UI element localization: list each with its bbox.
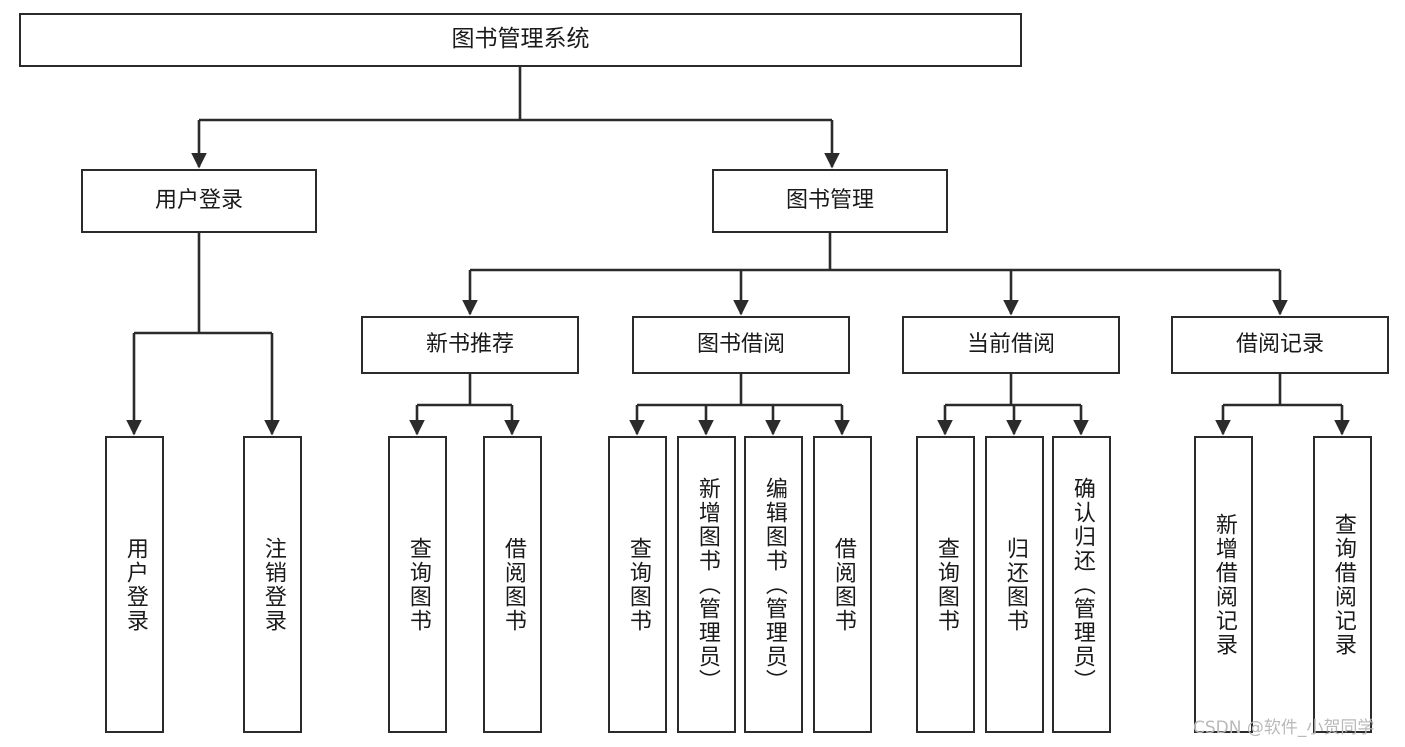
leaf-label: 归还图书 — [1002, 536, 1028, 633]
leaf-borrow-books-newbooks[interactable]: 借阅图书 — [483, 436, 542, 733]
leaf-label: 查询图书 — [625, 536, 651, 633]
leaf-label: 查询图书 — [933, 536, 959, 633]
leaf-label: 新增借阅记录 — [1211, 512, 1237, 657]
leaf-query-borrow-record[interactable]: 查询借阅记录 — [1313, 436, 1372, 733]
node-root-system[interactable]: 图书管理系统 — [19, 13, 1022, 67]
node-book-management[interactable]: 图书管理 — [712, 169, 948, 233]
leaf-label: 借阅图书 — [830, 536, 856, 633]
leaf-confirm-return-admin[interactable]: 确认归还（管理员） — [1052, 436, 1111, 733]
watermark: CSDN @软件_小贺同学 — [1193, 718, 1375, 738]
leaf-user-login[interactable]: 用户登录 — [105, 436, 164, 733]
node-current-borrow[interactable]: 当前借阅 — [902, 316, 1120, 374]
node-borrow-records[interactable]: 借阅记录 — [1171, 316, 1389, 374]
leaf-add-book-admin[interactable]: 新增图书（管理员） — [677, 436, 736, 733]
leaf-label: 查询借阅记录 — [1330, 512, 1356, 657]
leaf-label: 借阅图书 — [500, 536, 526, 633]
leaf-label: 编辑图书（管理员） — [761, 476, 787, 693]
leaf-label: 用户登录 — [122, 536, 148, 633]
leaf-query-books-borrow[interactable]: 查询图书 — [608, 436, 667, 733]
leaf-query-books-current[interactable]: 查询图书 — [916, 436, 975, 733]
leaf-edit-book-admin[interactable]: 编辑图书（管理员） — [744, 436, 803, 733]
leaf-return-book[interactable]: 归还图书 — [985, 436, 1044, 733]
leaf-add-borrow-record[interactable]: 新增借阅记录 — [1194, 436, 1253, 733]
leaf-query-books-newbooks[interactable]: 查询图书 — [388, 436, 447, 733]
node-book-borrow[interactable]: 图书借阅 — [632, 316, 850, 374]
leaf-label: 确认归还（管理员） — [1069, 476, 1095, 693]
leaf-label: 新增图书（管理员） — [694, 476, 720, 693]
leaf-logout[interactable]: 注销登录 — [243, 436, 302, 733]
node-user-login[interactable]: 用户登录 — [81, 169, 317, 233]
leaf-label: 查询图书 — [405, 536, 431, 633]
leaf-borrow-book[interactable]: 借阅图书 — [813, 436, 872, 733]
node-new-book-recommend[interactable]: 新书推荐 — [361, 316, 579, 374]
leaf-label: 注销登录 — [260, 536, 286, 633]
